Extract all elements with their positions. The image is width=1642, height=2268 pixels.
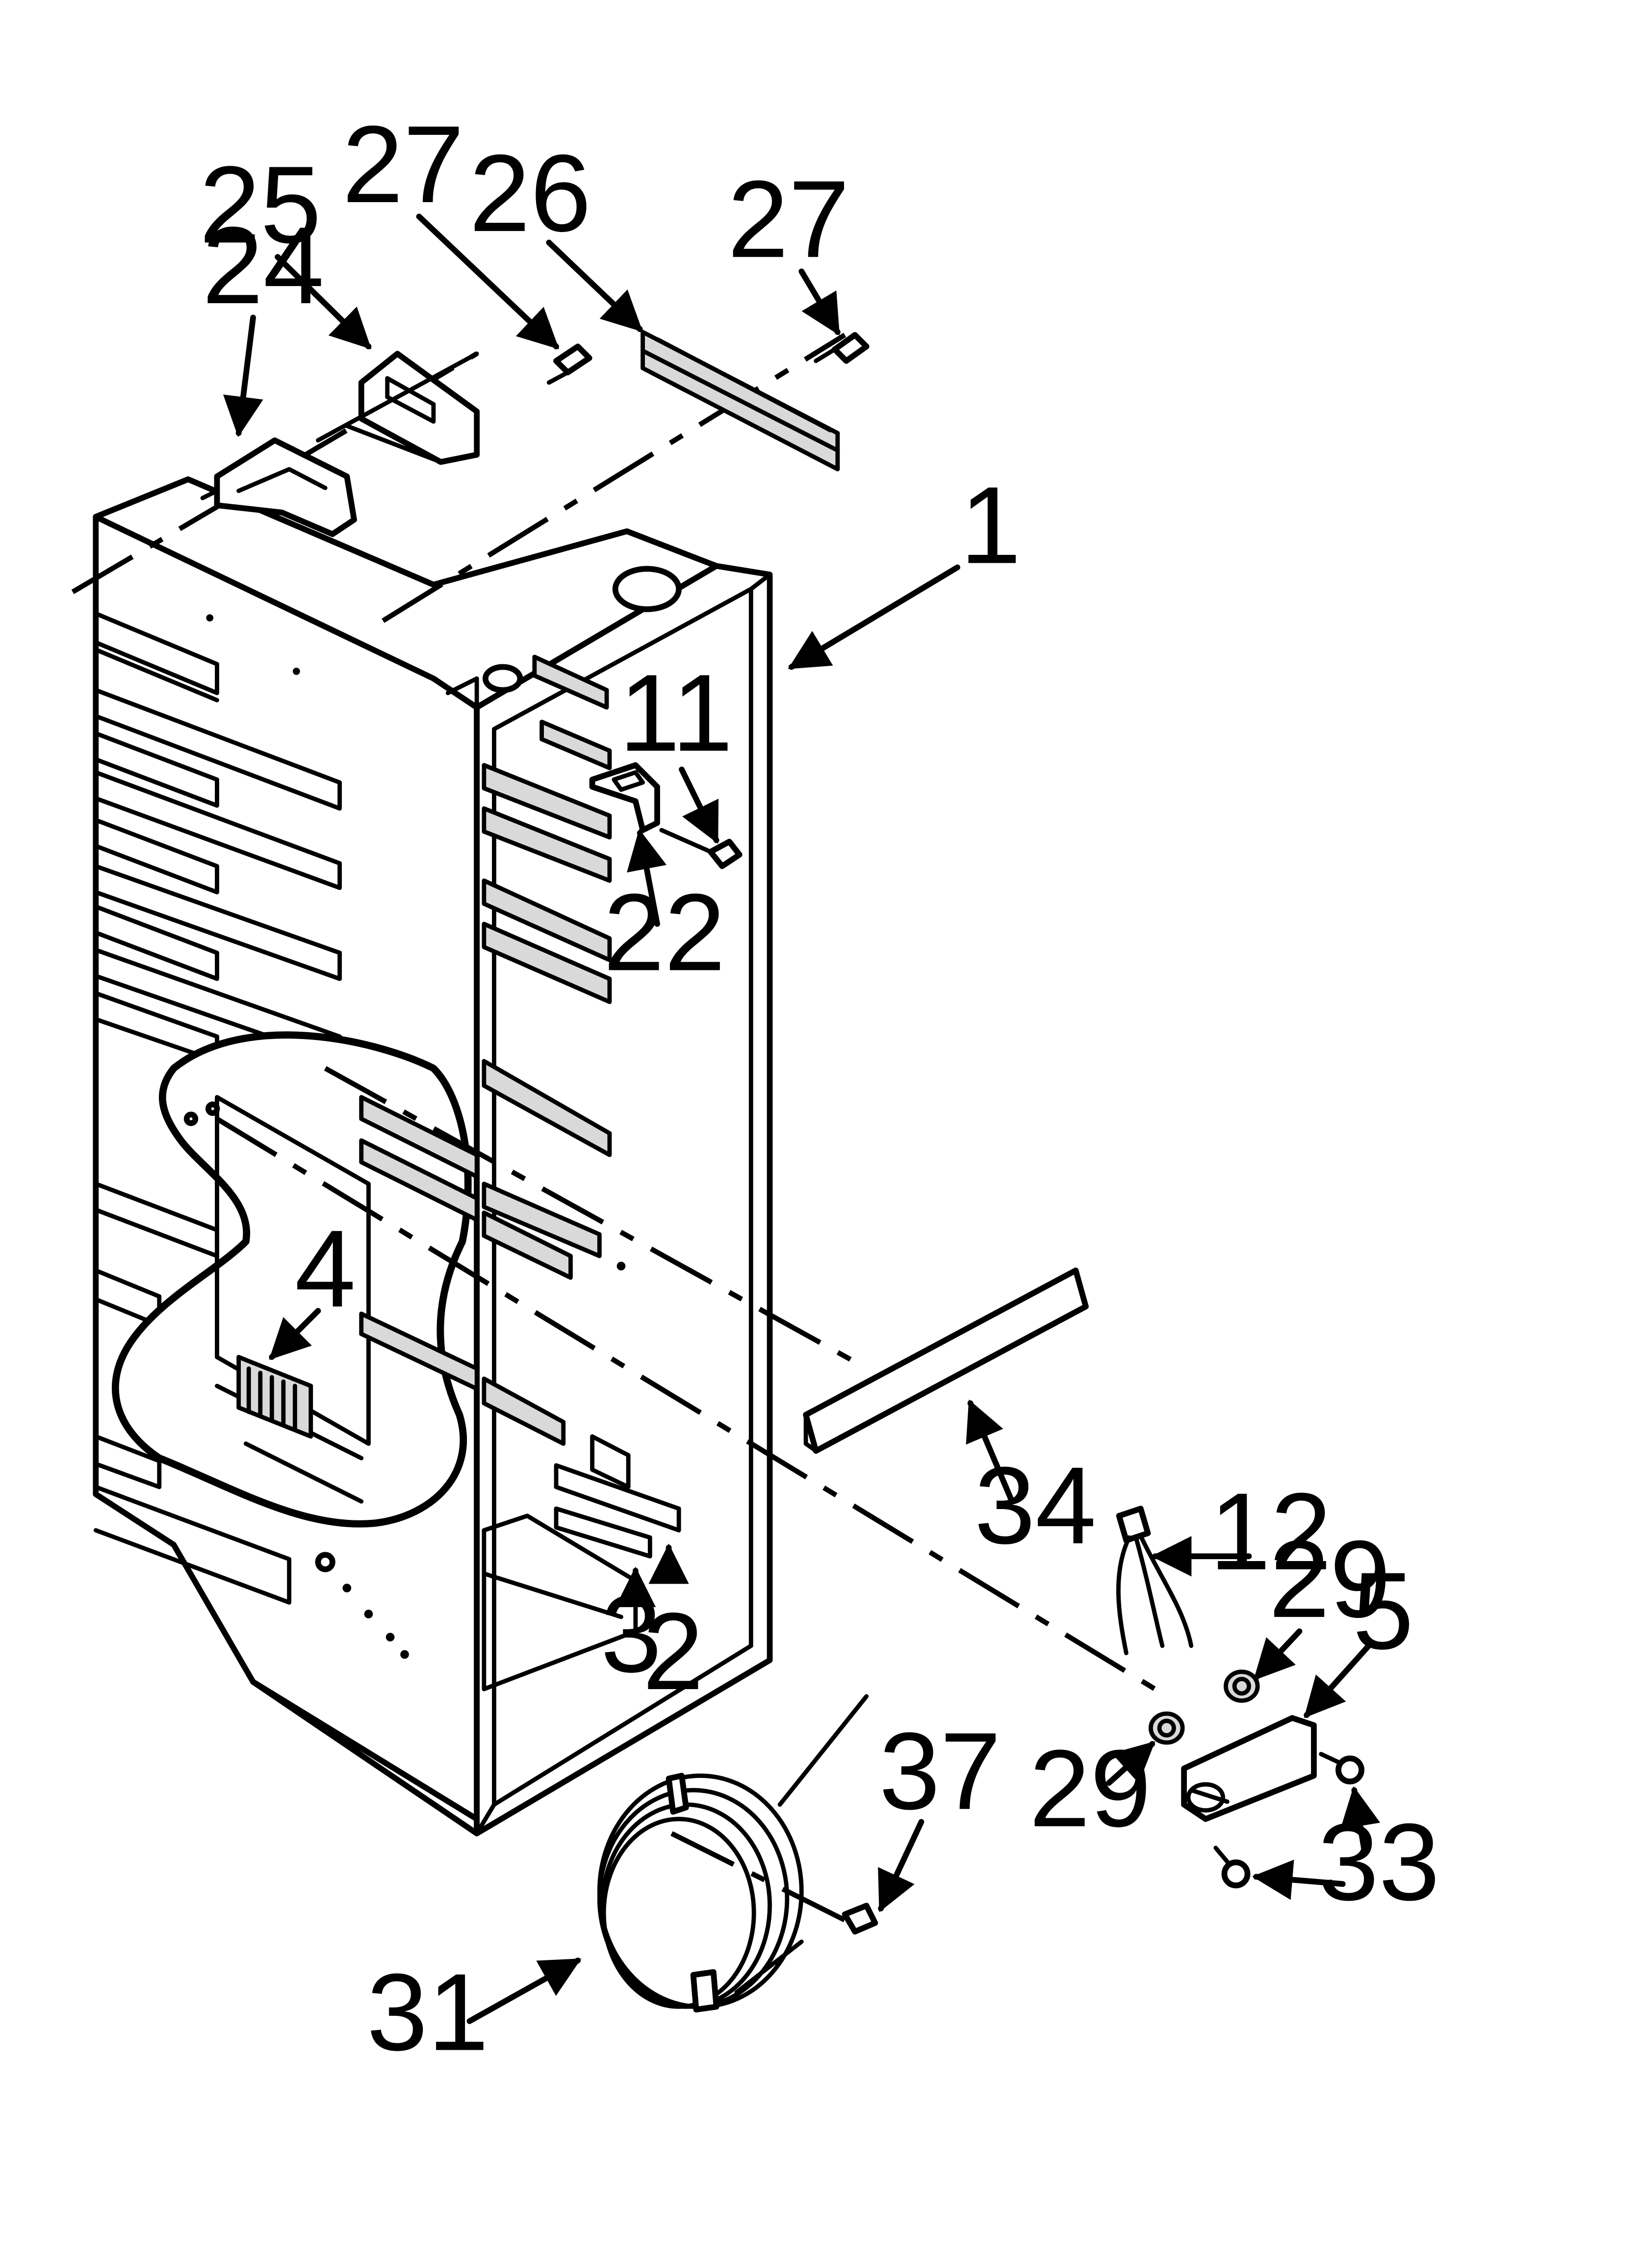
callout-labels: 1 2 3 4 5 11 12 22 24 25 26 27 27 29 29 … (199, 104, 1439, 2074)
leader-29-bottom (1106, 1741, 1155, 1786)
assembly-lines (71, 333, 1156, 1923)
leader-33-right (1340, 1786, 1381, 1854)
callout-4: 4 (295, 1208, 356, 1330)
leader-33-bottom (1252, 1859, 1346, 1900)
part-34-bar (803, 1267, 1089, 1454)
callout-27-left: 27 (342, 104, 464, 226)
part-5-housing (1181, 1715, 1317, 1822)
callout-3: 3 (601, 1573, 662, 1695)
part-33-screw-right (1319, 1751, 1364, 1785)
callout-34: 34 (975, 1445, 1097, 1567)
part-12-harness (1116, 1506, 1194, 1655)
leader-22 (627, 829, 667, 927)
callout-22: 22 (603, 872, 725, 994)
part-4-vent (236, 1355, 313, 1439)
part-24-housing (200, 437, 357, 537)
callout-26: 26 (469, 132, 591, 255)
callout-33: 33 (1318, 1801, 1440, 1924)
callout-31: 31 (367, 1952, 489, 2074)
cabinet-liner (93, 476, 773, 1837)
leader-27-right (798, 268, 841, 336)
leader-24 (223, 314, 263, 437)
callout-12: 12 (1209, 1471, 1332, 1593)
callout-2: 2 (642, 1590, 703, 1713)
callout-1: 1 (960, 465, 1021, 587)
part-31-coil (597, 1694, 869, 2013)
leader-25 (275, 254, 372, 350)
callout-25: 25 (199, 144, 321, 266)
leader-5 (1304, 1642, 1372, 1719)
callout-29-bottom: 29 (1029, 1728, 1151, 1850)
leader-34 (966, 1399, 1014, 1502)
callout-27-right: 27 (727, 158, 849, 281)
part-33-screw-bottom (1213, 1846, 1251, 1889)
leader-29-top (1253, 1628, 1303, 1681)
part-26-strip (641, 330, 840, 471)
screw-37 (842, 1903, 878, 1935)
leader-37 (878, 1819, 924, 1912)
right-wall-rails (482, 654, 612, 1446)
callout-11: 11 (619, 652, 733, 774)
leader-lines (223, 213, 1381, 2024)
part-29-nut-top (1224, 1669, 1260, 1703)
part-22-bracket (589, 762, 660, 833)
screw-27-left (546, 343, 592, 385)
leader-11 (679, 766, 719, 844)
leader-4 (269, 1308, 321, 1360)
leader-1 (788, 564, 960, 670)
leader-26 (546, 239, 643, 332)
leader-31 (466, 1957, 582, 2024)
leader-27-left (416, 213, 559, 350)
screw-27-right (814, 332, 870, 364)
callout-5: 5 (1353, 1550, 1413, 1672)
callout-29-top: 29 (1269, 1518, 1391, 1641)
part-29-nut-bottom (1148, 1711, 1185, 1745)
callout-37: 37 (879, 1710, 1001, 1832)
callout-24: 24 (202, 205, 324, 327)
part-25-bracket (316, 351, 480, 465)
